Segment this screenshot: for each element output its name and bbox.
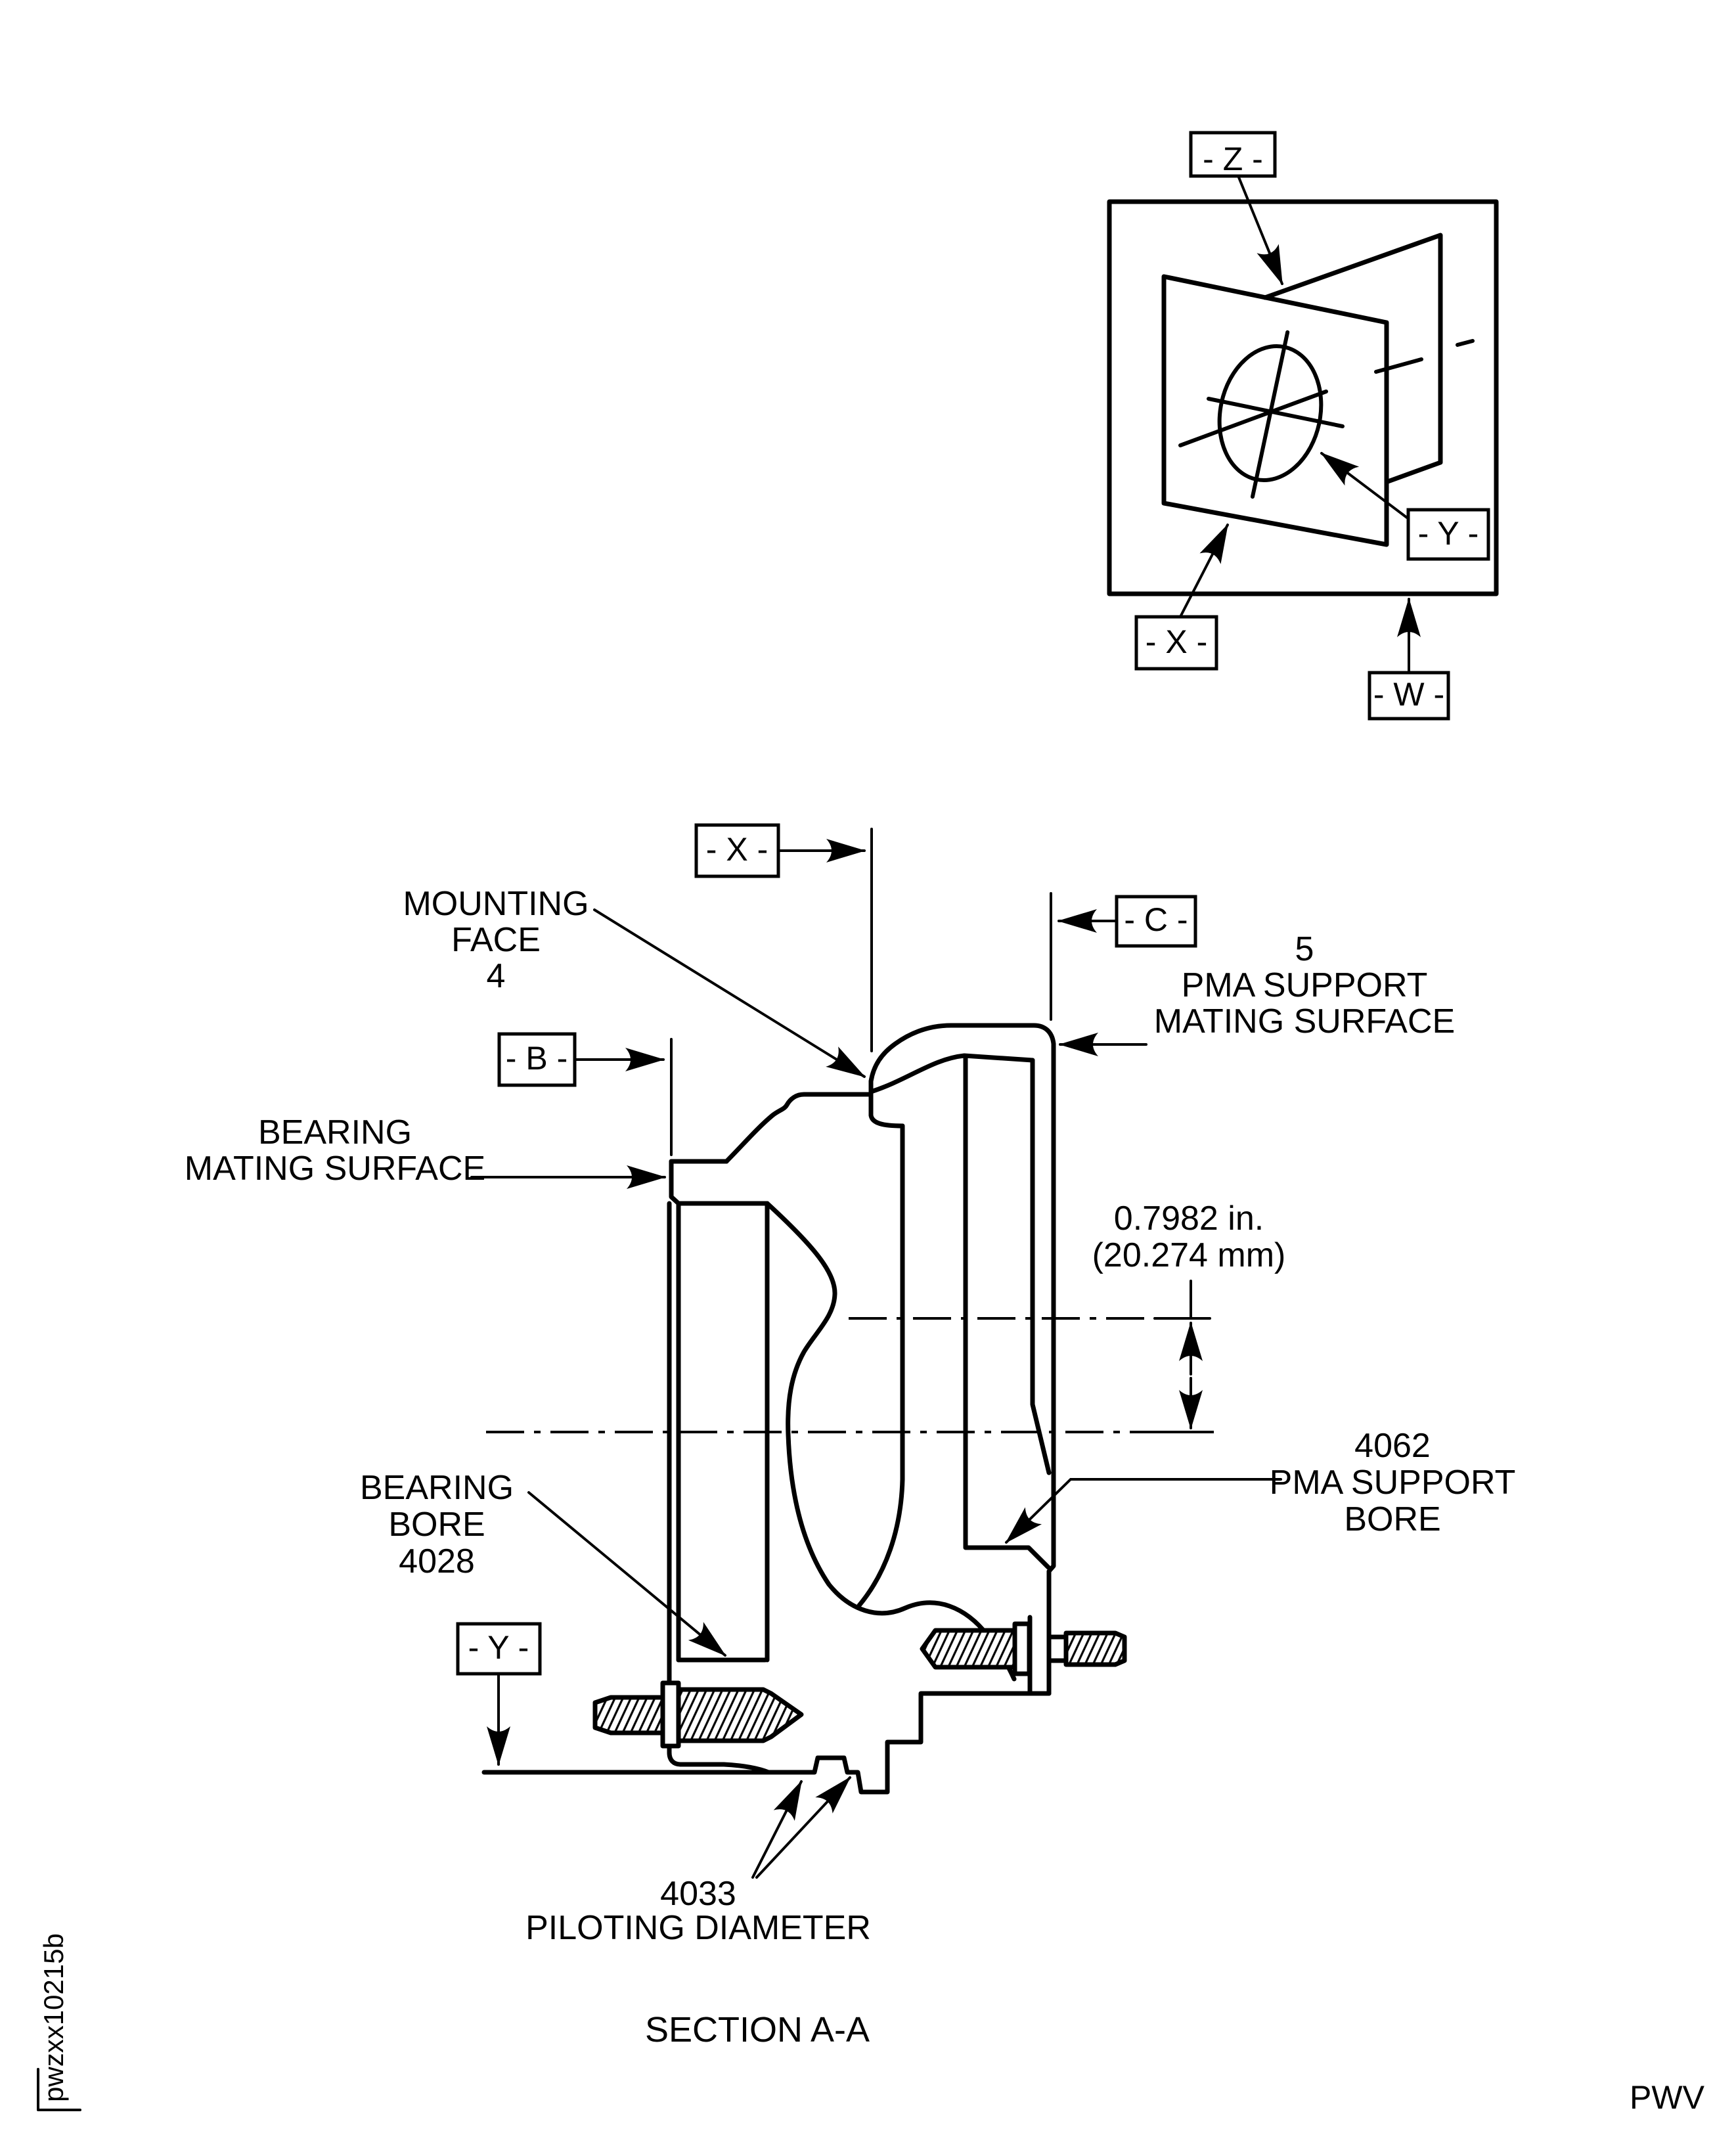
bearing-bore-line1: BEARING xyxy=(360,1469,514,1507)
piloting-line2: PILOTING DIAMETER xyxy=(525,1909,871,1947)
datum-y-box xyxy=(456,1622,542,1676)
callout-bearing-mating-surface: BEARING MATING SURFACE xyxy=(185,1113,666,1189)
piloting-leader-2 xyxy=(755,1776,851,1879)
frame-front-plane xyxy=(1161,274,1389,547)
right-stud-collar xyxy=(1012,1621,1032,1676)
frame-outer-box xyxy=(1107,199,1499,596)
datum-z-box xyxy=(1189,131,1277,178)
left-stud-collar xyxy=(660,1680,681,1749)
pma-mating-line2: PMA SUPPORT xyxy=(1182,966,1428,1004)
datum-frame-y-label: - Y - xyxy=(1418,515,1479,552)
frame-ellipse-group xyxy=(1217,330,1324,499)
bearing-mating-line2: MATING SURFACE xyxy=(185,1150,485,1188)
callout-mounting-face: MOUNTING FACE 4 xyxy=(403,885,866,1078)
datum-z-arrow xyxy=(1237,176,1283,285)
right-stud-neck xyxy=(1046,1634,1069,1663)
frame-center-cross-2 xyxy=(1178,390,1328,447)
datum-frame-y-box xyxy=(1406,508,1490,561)
drawing-code-bracket xyxy=(37,2068,81,2111)
frame-axis-dashes xyxy=(1374,339,1475,374)
pma-bore-leader xyxy=(1005,1478,1282,1544)
left-stud-outer-thread xyxy=(592,1695,667,1736)
offset-dim-line2: (20.274 mm) xyxy=(1092,1236,1286,1274)
frame-center-cross-1 xyxy=(1207,397,1345,428)
bearing-bore-line2: BORE xyxy=(388,1506,485,1544)
pma-mating-line3: MATING SURFACE xyxy=(1154,1002,1455,1041)
datum-frame-y-arrow xyxy=(1320,452,1408,519)
callout-pma-support-bore: 4062 PMA SUPPORT BORE xyxy=(1005,1427,1516,1544)
callout-bearing-bore: BEARING BORE 4028 xyxy=(360,1469,726,1657)
piloting-line1: 4033 xyxy=(660,1875,736,1913)
mounting-face-line2: FACE xyxy=(451,921,541,959)
callout-offset-dimension: 0.7982 in. (20.274 mm) xyxy=(1092,1199,1286,1433)
mounting-face-leader xyxy=(593,908,866,1078)
datum-reference-frame: - Z - - Y - - X - - W - xyxy=(1107,131,1499,721)
datum-x-label: - X - xyxy=(706,831,768,868)
drawing-code: pwzxx10215b xyxy=(38,1933,69,2102)
mounting-studs xyxy=(592,1621,1127,1749)
mounting-face-line3: 4 xyxy=(487,957,506,995)
section-datums: - X - - C - - B - - Y - xyxy=(456,823,1197,1766)
part-section-outline xyxy=(481,1023,1056,1795)
pma-bore-line1: 4062 xyxy=(1354,1427,1431,1465)
mounting-face-line1: MOUNTING xyxy=(403,885,589,923)
datum-c-label: - C - xyxy=(1124,901,1188,938)
right-stud-outer-thread xyxy=(1063,1630,1127,1667)
right-stud-inner-thread xyxy=(920,1628,1017,1670)
page-code: PWV xyxy=(1630,2079,1705,2116)
bearing-mating-line1: BEARING xyxy=(258,1113,412,1152)
bearing-bore-leader xyxy=(527,1491,726,1657)
piloting-leader-1 xyxy=(751,1780,803,1879)
pma-bore-line2: PMA SUPPORT xyxy=(1270,1464,1516,1502)
frame-back-plane xyxy=(1262,233,1443,484)
datum-y-label: - Y - xyxy=(468,1629,529,1666)
callout-piloting-diameter: 4033 PILOTING DIAMETER xyxy=(525,1776,871,1947)
offset-dim-line1: 0.7982 in. xyxy=(1114,1199,1264,1238)
pma-bore-line3: BORE xyxy=(1344,1500,1440,1538)
datum-b-label: - B - xyxy=(506,1040,568,1077)
datum-frame-x-box xyxy=(1134,615,1218,671)
datum-w-label: - W - xyxy=(1373,676,1444,713)
left-stud-inner-thread xyxy=(676,1687,804,1743)
datum-z-label: - Z - xyxy=(1203,141,1263,177)
datum-frame-x-label: - X - xyxy=(1146,623,1207,660)
bearing-bore-line3: 4028 xyxy=(399,1542,475,1580)
callout-pma-mating-surface: 5 PMA SUPPORT MATING SURFACE xyxy=(1059,930,1455,1056)
datum-c-box xyxy=(1115,895,1197,948)
section-title: SECTION A-A xyxy=(645,2010,870,2049)
datum-frame-x-arrow xyxy=(1180,524,1229,617)
pma-mating-line1: 5 xyxy=(1295,930,1314,968)
